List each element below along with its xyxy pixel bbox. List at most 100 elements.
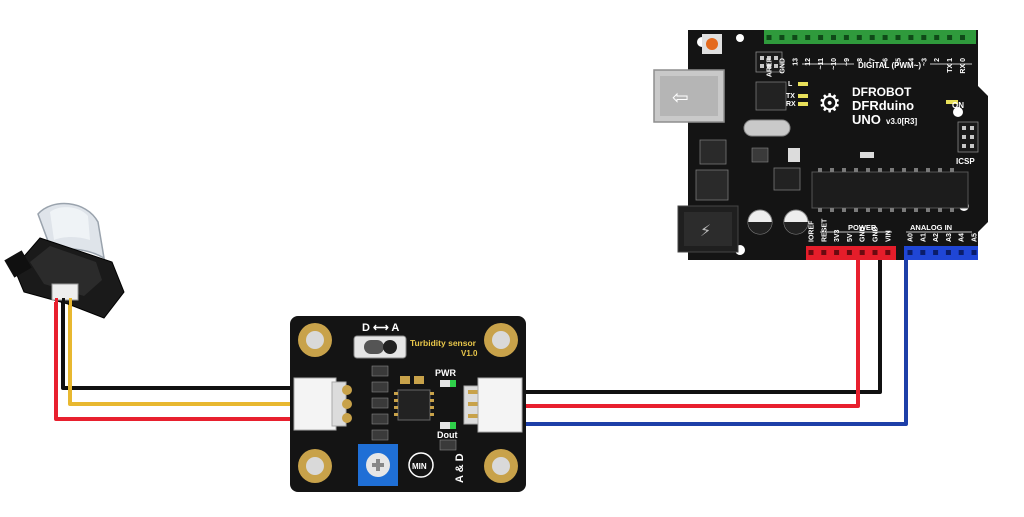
header-pin (808, 250, 814, 255)
header-pin (846, 250, 852, 255)
usb-icon: ⇦ (672, 85, 689, 109)
rx-label: RX (786, 101, 796, 108)
min-marker (408, 452, 434, 478)
dout-label: Dout (437, 430, 458, 440)
pwr-label: PWR (435, 368, 456, 378)
pin-label: 3V3 (834, 229, 841, 242)
header-pin (920, 250, 926, 255)
header-pin (921, 35, 927, 40)
pin-label: A1 (920, 233, 927, 242)
header-pin (869, 35, 875, 40)
header-pin (805, 35, 811, 40)
header-pin (859, 250, 865, 255)
l-label: L (788, 81, 793, 88)
pin-label: A4 (959, 233, 966, 242)
a0-blue-wire (520, 252, 908, 426)
header-pin (792, 35, 798, 40)
pin-label: 7 (870, 58, 877, 62)
header-pin (818, 35, 824, 40)
power-label: POWER (848, 223, 877, 232)
header-pin (885, 250, 891, 255)
header-pin (831, 35, 836, 40)
pin-label: A3 (946, 233, 953, 242)
pin-label: VIN (885, 230, 892, 242)
pin-label: GND (860, 226, 867, 242)
pin-label: GND (779, 58, 786, 74)
analog-header (904, 246, 978, 260)
header-pin (882, 35, 888, 40)
pin-label: 4 (908, 58, 915, 62)
lightning-icon: ⚡ (700, 221, 711, 240)
header-pin (834, 250, 840, 255)
on-label: ON (952, 101, 964, 110)
header-pin (958, 250, 964, 255)
turbidity-probe (4, 202, 125, 319)
brand-label: DFROBOT (852, 85, 912, 99)
header-pin (766, 35, 772, 40)
module-title: Turbidity sensor (410, 338, 477, 348)
pin-label: TX 1 (947, 58, 954, 73)
pin-label: RESET (821, 218, 828, 242)
pin-label: 8 (857, 58, 864, 62)
probe-black-wire (61, 302, 296, 390)
pin-label: 12 (805, 58, 812, 66)
pin-label: A0 (908, 233, 915, 242)
pin-label: ~6 (883, 58, 890, 66)
pin-label: ~9 (844, 58, 851, 66)
wires (54, 252, 908, 426)
pin-label: ~3 (921, 58, 928, 66)
probe-yellow-wire (68, 302, 296, 406)
header-pin (947, 35, 953, 40)
mode-label: D ⟷ A (362, 322, 399, 334)
dfrobot-logo-icon: ⚙ (818, 89, 841, 119)
icsp-header (957, 121, 979, 153)
version-label: v3.0[R3] (886, 117, 917, 126)
tx-label: TX (786, 93, 795, 100)
probe-red-wire (54, 302, 296, 421)
header-pin (907, 250, 913, 255)
pin-label: 2 (934, 58, 941, 62)
pin-label: IOREF (809, 220, 816, 242)
digital-label: DIGITAL (PWM~) (858, 61, 921, 70)
probe-input-connector (293, 377, 337, 431)
header-pin (872, 250, 878, 255)
pin-label: A5 (972, 233, 979, 242)
arduino-uno: ⇦ ⚡ (653, 30, 988, 260)
header-pin (908, 35, 914, 40)
header-pin (945, 250, 951, 255)
uno-label: UNO (852, 112, 881, 127)
microcontroller (811, 171, 969, 209)
pin-label: RX 0 (960, 58, 967, 74)
module-version: V1.0 (461, 349, 478, 358)
pin-label: GND (873, 226, 880, 242)
header-pin (895, 35, 901, 40)
pin-label: ~5 (896, 58, 903, 66)
analog-in-label: ANALOG IN (910, 223, 952, 232)
header-pin (960, 35, 965, 40)
header-pin (821, 250, 827, 255)
header-pin (843, 35, 849, 40)
pin-label: A2 (933, 233, 940, 242)
ad-label: A & D (454, 453, 466, 483)
header-pin (779, 35, 785, 40)
opamp-chip (397, 389, 431, 421)
header-pin (934, 35, 940, 40)
header-pin (856, 35, 862, 40)
5v-red-wire (520, 252, 860, 408)
header-pin (971, 250, 977, 255)
gnd-black-wire (520, 252, 882, 394)
signal-output-connector (477, 377, 523, 433)
pin-label: ~10 (831, 58, 838, 70)
turbidity-module: D ⟷ A Turbidity sensor V1.0 PWR (290, 316, 526, 492)
module-mount-holes (298, 323, 518, 483)
icsp-label: ICSP (956, 157, 975, 166)
pin-label: AREF (767, 57, 774, 77)
pin-label: 5V (847, 233, 854, 242)
pin-label: 13 (792, 58, 799, 66)
min-label: MIN (412, 462, 427, 471)
pin-label: ~11 (818, 58, 825, 70)
model-label: DFRduino (852, 98, 914, 113)
header-pin (933, 250, 939, 255)
dout-led (440, 422, 456, 429)
